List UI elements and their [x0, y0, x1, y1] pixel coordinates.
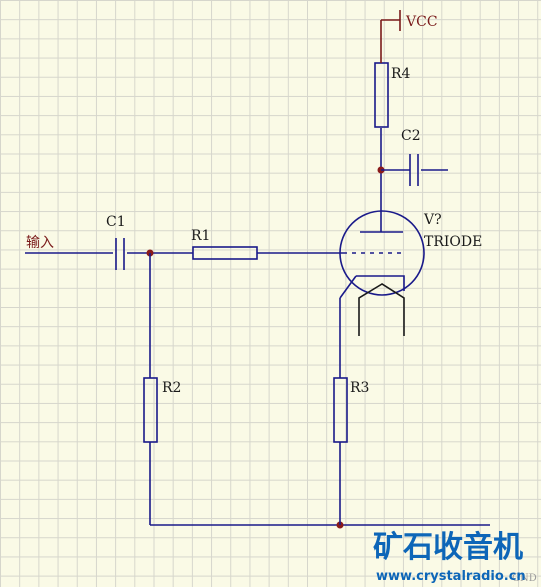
- r4-label: R4: [391, 66, 411, 82]
- triode-tube: [339, 210, 425, 336]
- resistor-r4: [374, 62, 389, 128]
- capacitor-c1: [115, 238, 125, 270]
- resistor-r1: [192, 246, 258, 260]
- tube-ref-label: V?: [423, 212, 442, 228]
- tube-envelope: [339, 210, 425, 296]
- vcc-label: VCC: [405, 14, 438, 30]
- gnd-label: GND: [512, 573, 537, 584]
- r1-label: R1: [191, 228, 210, 244]
- tube-type-label: TRIODE: [424, 234, 482, 250]
- c1-label: C1: [106, 214, 126, 230]
- r2-label: R2: [162, 380, 181, 396]
- resistor-r2: [143, 377, 158, 443]
- r3-label: R3: [350, 380, 369, 396]
- watermark-url: www.crystalradio.cn: [376, 569, 526, 584]
- resistor-r3: [333, 377, 348, 443]
- tube-cathode: [356, 275, 405, 291]
- c2-label: C2: [401, 128, 421, 144]
- watermark-site-name: 矿石收音机: [373, 530, 523, 565]
- tube-heater: [358, 283, 405, 336]
- capacitor-c2: [409, 154, 419, 186]
- input-label: 输入: [26, 235, 54, 251]
